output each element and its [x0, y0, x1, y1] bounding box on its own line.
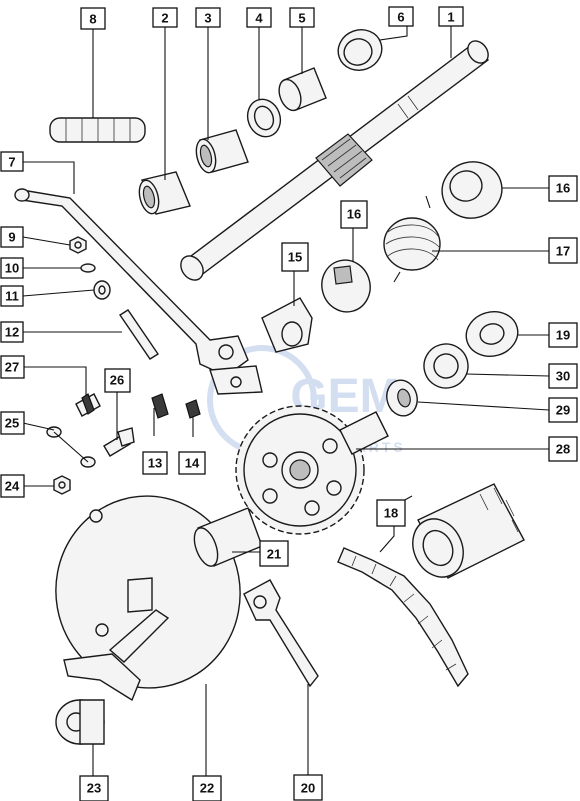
part-grip [49, 117, 146, 143]
label-13-text: 13 [148, 456, 162, 471]
label-18: 18 [376, 499, 406, 527]
part-ring-30 [423, 343, 469, 389]
label-6-text: 6 [397, 10, 404, 25]
label-12: 12 [0, 321, 24, 343]
label-16b: 16 [548, 175, 578, 202]
label-13: 13 [142, 451, 168, 475]
part-bolt-26 [103, 427, 135, 457]
part-gear-18 [412, 483, 525, 579]
label-4: 4 [246, 7, 272, 28]
label-16b-text: 16 [556, 181, 570, 196]
label-2: 2 [152, 7, 178, 28]
label-1: 1 [438, 6, 464, 27]
label-14: 14 [178, 451, 206, 475]
part-nut-9 [69, 236, 87, 254]
label-26-text: 26 [110, 373, 124, 388]
part-bolt-27 [75, 393, 101, 417]
part-cup-16b [441, 161, 503, 219]
label-4-text: 4 [255, 11, 263, 26]
label-1-text: 1 [447, 10, 454, 25]
label-30-text: 30 [556, 369, 570, 384]
label-10: 10 [0, 257, 24, 279]
part-bushing-5 [278, 67, 327, 112]
label-16a-text: 16 [347, 207, 361, 222]
label-20-text: 20 [301, 781, 315, 796]
part-sleeve-11 [93, 280, 111, 300]
part-linkage [63, 609, 170, 702]
label-15: 15 [281, 242, 309, 272]
part-sprocket-28 [235, 405, 389, 535]
label-5-text: 5 [298, 11, 305, 26]
label-6: 6 [388, 6, 414, 27]
label-21: 21 [259, 540, 289, 567]
label-3-text: 3 [204, 11, 211, 26]
part-needle-bearing-3 [195, 129, 249, 174]
part-spring-17 [383, 195, 441, 283]
label-24-text: 24 [5, 479, 20, 494]
part-cover-22 [55, 495, 241, 689]
label-26: 26 [104, 368, 131, 393]
part-kick-lever [14, 188, 263, 395]
label-27: 27 [0, 355, 25, 379]
label-30: 30 [548, 363, 578, 389]
label-24: 24 [0, 474, 25, 498]
label-19: 19 [548, 322, 578, 348]
part-washer-25 [46, 426, 96, 468]
part-chain-18 [337, 547, 469, 688]
label-28-text: 28 [556, 442, 570, 457]
part-shaft [180, 40, 490, 281]
label-21-text: 21 [267, 547, 281, 562]
label-19-text: 19 [556, 328, 570, 343]
label-22-text: 22 [200, 781, 214, 796]
label-29-text: 29 [556, 403, 570, 418]
label-9: 9 [0, 226, 24, 248]
label-27-text: 27 [5, 360, 19, 375]
label-2-text: 2 [161, 11, 168, 26]
part-washer-19 [465, 311, 519, 357]
part-bolt-13 [151, 393, 169, 419]
label-22: 22 [192, 775, 222, 801]
label-11-text: 11 [5, 289, 19, 304]
part-bushing-23 [55, 699, 105, 745]
part-cam-16a [321, 259, 371, 313]
label-23: 23 [79, 775, 109, 801]
label-28: 28 [548, 436, 578, 462]
label-29: 29 [548, 397, 578, 423]
label-7: 7 [0, 151, 24, 172]
label-14-text: 14 [185, 456, 200, 471]
label-17-text: 17 [556, 244, 570, 259]
part-ring-6 [337, 29, 383, 71]
label-15-text: 15 [288, 250, 302, 265]
label-8-text: 8 [89, 12, 96, 27]
part-nut-24 [53, 475, 71, 495]
part-ring-4 [246, 98, 282, 138]
label-25: 25 [0, 411, 25, 435]
part-needle-bearing-2 [138, 171, 191, 215]
label-23-text: 23 [87, 781, 101, 796]
part-spanner-20 [243, 579, 319, 688]
part-pin-12 [119, 309, 159, 360]
part-bolt-14 [185, 399, 201, 419]
label-10-text: 10 [5, 261, 19, 276]
label-16a: 16 [340, 200, 368, 229]
label-18-text: 18 [384, 506, 398, 521]
label-5: 5 [289, 7, 315, 28]
leader-lines [22, 17, 550, 776]
label-3: 3 [195, 7, 221, 28]
label-17: 17 [548, 237, 578, 264]
label-9-text: 9 [8, 230, 15, 245]
label-8: 8 [80, 7, 106, 30]
part-clamp-15 [261, 297, 313, 353]
label-12-text: 12 [5, 325, 19, 340]
label-25-text: 25 [5, 416, 19, 431]
label-7-text: 7 [8, 155, 15, 170]
part-washer-10 [80, 263, 96, 273]
part-half-ring-29 [386, 379, 418, 417]
label-11: 11 [0, 285, 24, 307]
label-20: 20 [293, 774, 323, 801]
